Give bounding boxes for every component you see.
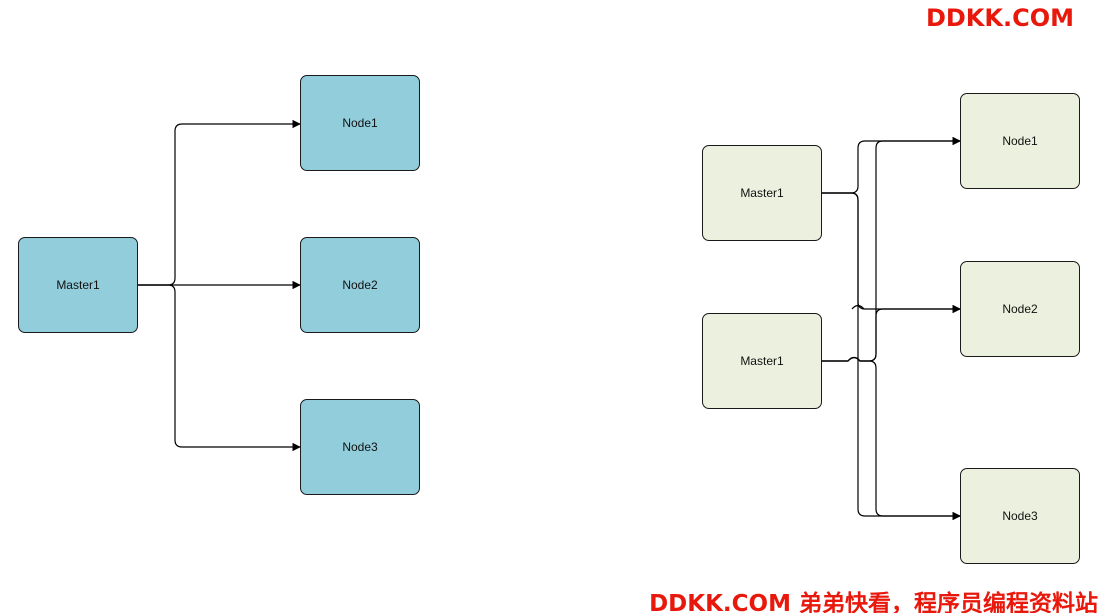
right-master-b-box: Master1	[702, 313, 822, 409]
left-master-label: Master1	[56, 278, 100, 292]
right-master-a-label: Master1	[740, 186, 784, 200]
right-node1-label: Node1	[1002, 134, 1038, 148]
right-master-b-label: Master1	[740, 354, 784, 368]
right-node1-box: Node1	[960, 93, 1080, 189]
left-master-box: Master1	[18, 237, 138, 333]
edge-master-a-to-node3	[822, 192, 961, 521]
left-node1-label: Node1	[342, 116, 378, 130]
edge-master-b-to-node1	[822, 136, 961, 362]
edge-master-to-node1	[138, 119, 301, 286]
right-node2-box: Node2	[960, 261, 1080, 357]
edge-master-a-to-node2	[822, 192, 961, 314]
edge-master-a-to-node1	[822, 136, 961, 194]
left-node2-box: Node2	[300, 237, 420, 333]
right-node3-label: Node3	[1002, 509, 1038, 523]
edge-master-b-to-node2	[822, 304, 961, 362]
edge-hop-node2	[851, 304, 865, 310]
edge-master-to-node3	[138, 284, 301, 452]
left-node2-label: Node2	[342, 278, 378, 292]
right-node3-box: Node3	[960, 468, 1080, 564]
left-node3-box: Node3	[300, 399, 420, 495]
edge-master-b-to-node3	[822, 356, 961, 521]
left-node3-label: Node3	[342, 440, 378, 454]
right-master-a-box: Master1	[702, 145, 822, 241]
right-node2-label: Node2	[1002, 302, 1038, 316]
left-node1-box: Node1	[300, 75, 420, 171]
watermark-top: DDKK.COM	[925, 4, 1074, 32]
watermark-bottom: DDKK.COM 弟弟快看，程序员编程资料站	[649, 591, 1098, 613]
